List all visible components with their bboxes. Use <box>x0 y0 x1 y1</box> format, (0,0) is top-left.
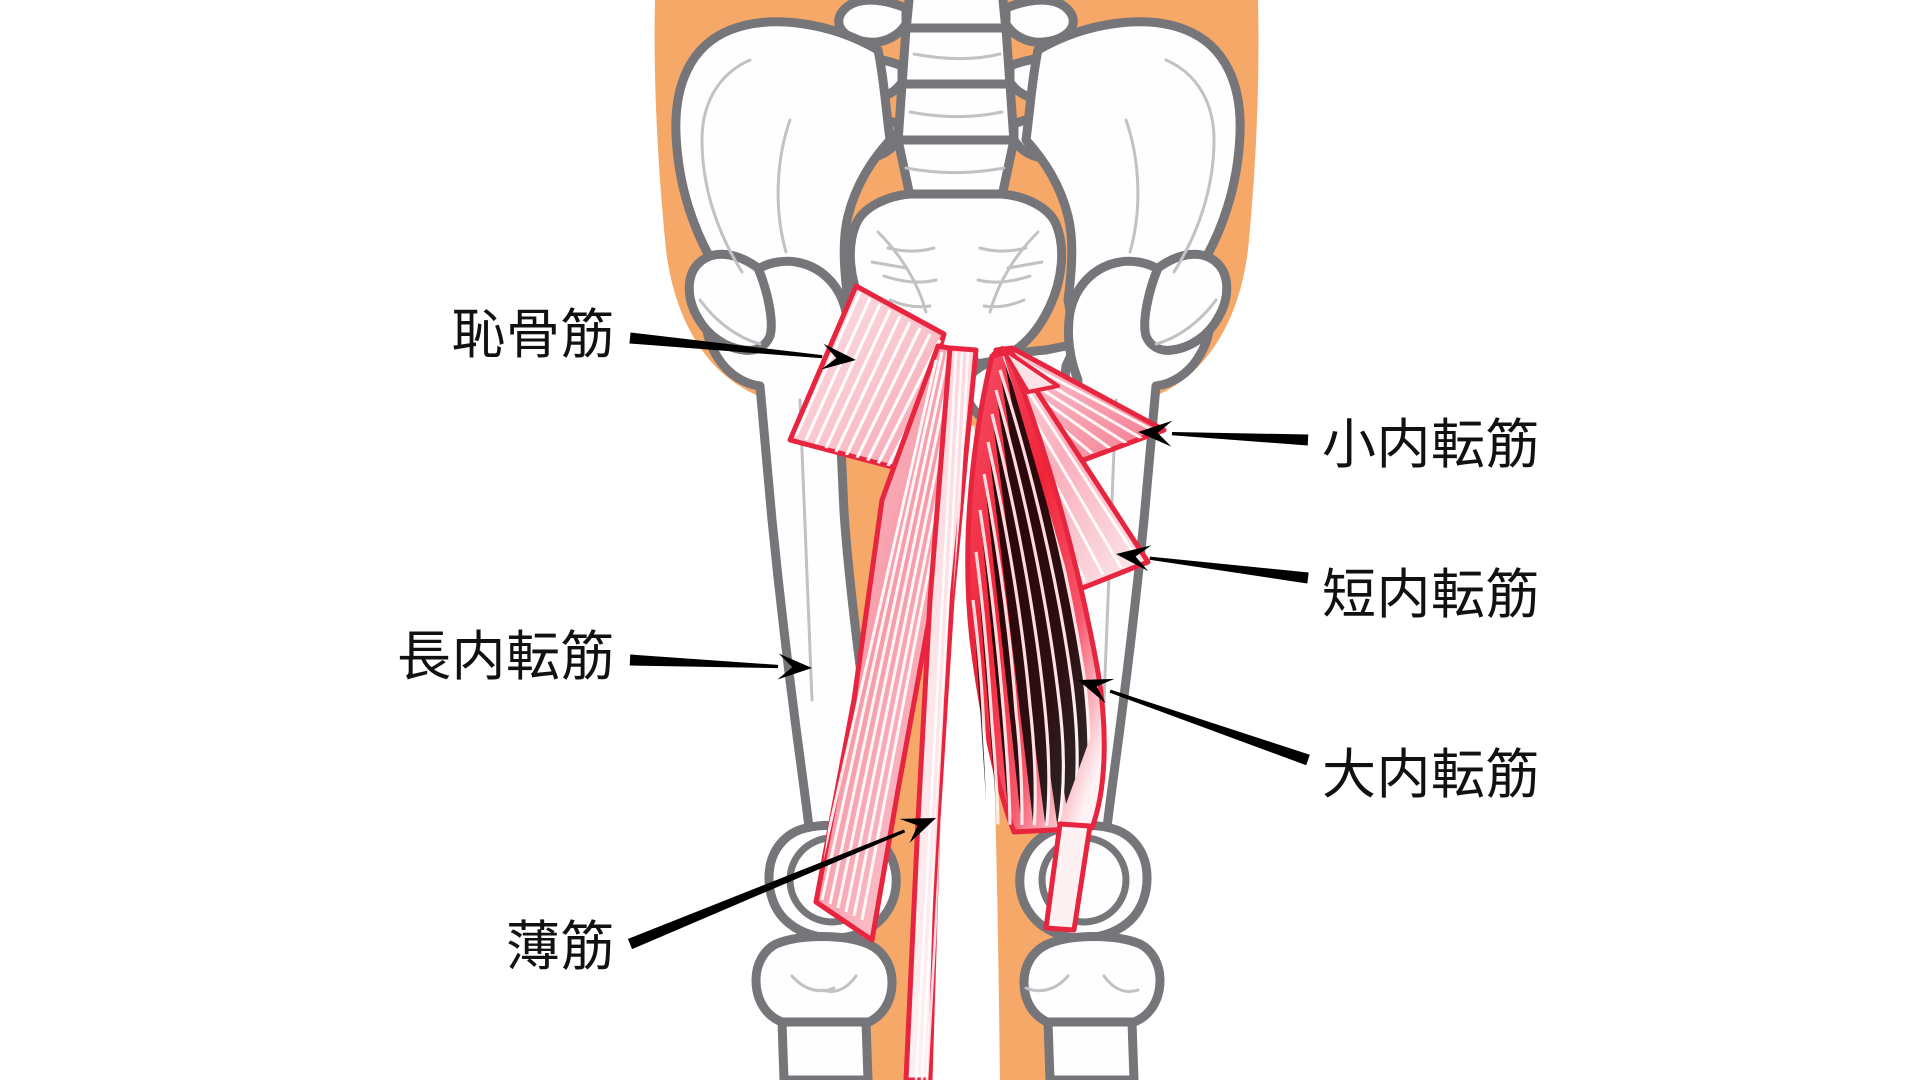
label-adductor-brevis: 短内転筋 <box>1322 565 1540 625</box>
label-adductor-magnus: 大内転筋 <box>1322 745 1540 805</box>
right-greater-trochanter <box>1140 249 1232 355</box>
leader-line-adductor-brevis <box>1149 556 1309 584</box>
label-gracilis: 薄筋 <box>506 917 615 977</box>
left-tibia-shaft <box>777 1017 873 1080</box>
leader-line-adductor-minimus <box>1171 432 1309 446</box>
muscle-gracilis <box>903 345 979 1080</box>
leader-line-gracilis <box>627 829 906 950</box>
label-adductor-longus: 長内転筋 <box>397 627 615 687</box>
arrowhead-gracilis <box>899 818 936 843</box>
muscle-origin-tendon-slip <box>1000 346 1060 394</box>
muscle-magnus-distal-tendon <box>1043 821 1093 933</box>
label-adductor-minimus: 小内転筋 <box>1322 415 1540 475</box>
leader-line-adductor-magnus <box>1109 689 1310 766</box>
leader-line-adductor-longus <box>629 654 779 669</box>
leader-line-pectineus <box>629 332 823 359</box>
muscle-adductor-magnus <box>965 349 1107 835</box>
bone-detail-lines <box>698 52 1218 993</box>
right-tibia-head <box>1019 932 1165 1034</box>
muscle-pectineus <box>787 283 947 473</box>
arrowhead-adductor-brevis <box>1116 545 1152 572</box>
arrowhead-adductor-magnus <box>1078 678 1115 704</box>
left-tibia-head <box>751 932 897 1034</box>
leader-lines-group <box>627 332 1310 950</box>
label-pectineus: 恥骨筋 <box>451 305 615 365</box>
arrowhead-adductor-minimus <box>1138 420 1173 447</box>
left-greater-trochanter <box>684 249 776 355</box>
arrowhead-pectineus <box>820 343 856 370</box>
arrowhead-adductor-longus <box>777 653 812 680</box>
right-tibia-shaft <box>1043 1017 1139 1080</box>
